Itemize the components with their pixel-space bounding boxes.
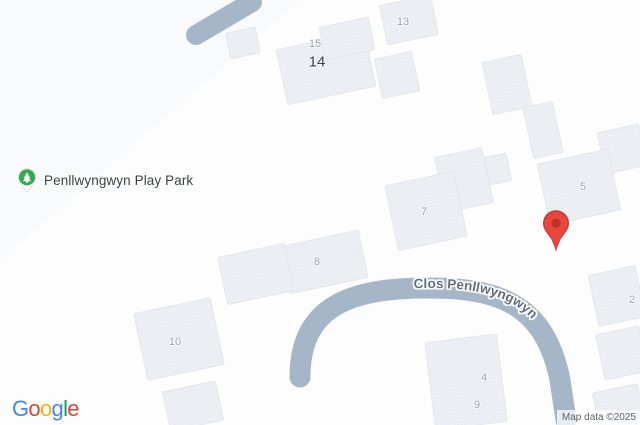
poi-penllwyngwyn-play-park[interactable]: Penllwyngwyn Play Park xyxy=(16,167,193,193)
building-footprint xyxy=(595,325,640,381)
building-footprint xyxy=(217,243,295,305)
logo-letter-l: l xyxy=(63,396,68,421)
road-segment-top-left xyxy=(186,0,262,45)
terrain-wash xyxy=(0,0,300,260)
logo-letter-o2: o xyxy=(39,396,52,421)
house-number-5: 5 xyxy=(579,181,587,193)
building-footprint xyxy=(162,380,224,425)
house-number-10: 10 xyxy=(168,336,182,348)
building-footprint xyxy=(587,265,640,327)
logo-letter-g2: g xyxy=(51,396,64,421)
road-layer xyxy=(186,0,577,425)
logo-letter-e: e xyxy=(67,396,79,421)
house-number-14: 14 xyxy=(308,53,326,71)
logo-letter-o1: o xyxy=(28,396,40,421)
logo-letter-g1: G xyxy=(12,396,29,421)
building-footprint xyxy=(384,171,468,251)
house-number-9: 9 xyxy=(473,399,481,411)
building-footprint xyxy=(424,333,508,425)
road-clos-penllwyngwyn xyxy=(289,277,577,425)
map-marker-icon[interactable] xyxy=(541,209,571,253)
poi-label: Penllwyngwyn Play Park xyxy=(44,172,194,188)
building-footprint xyxy=(225,26,261,60)
park-tree-pin-icon xyxy=(16,167,38,193)
house-number-2: 2 xyxy=(628,294,636,306)
house-number-8: 8 xyxy=(313,256,321,268)
building-footprint xyxy=(379,0,439,46)
building-footprint xyxy=(481,54,533,115)
house-number-4: 4 xyxy=(480,372,488,384)
house-number-13: 13 xyxy=(396,16,410,28)
building-footprint xyxy=(374,51,420,99)
google-logo[interactable]: Google xyxy=(12,396,79,422)
map-attribution: Map data ©2025 xyxy=(556,410,640,425)
building-footprint xyxy=(537,148,621,226)
house-number-7: 7 xyxy=(420,206,428,218)
building-footprint xyxy=(522,101,564,159)
building-footprint xyxy=(484,152,512,186)
building-footprint xyxy=(133,297,225,381)
house-number-15: 15 xyxy=(308,38,322,50)
buildings-layer xyxy=(133,0,640,425)
building-footprint xyxy=(318,16,376,61)
